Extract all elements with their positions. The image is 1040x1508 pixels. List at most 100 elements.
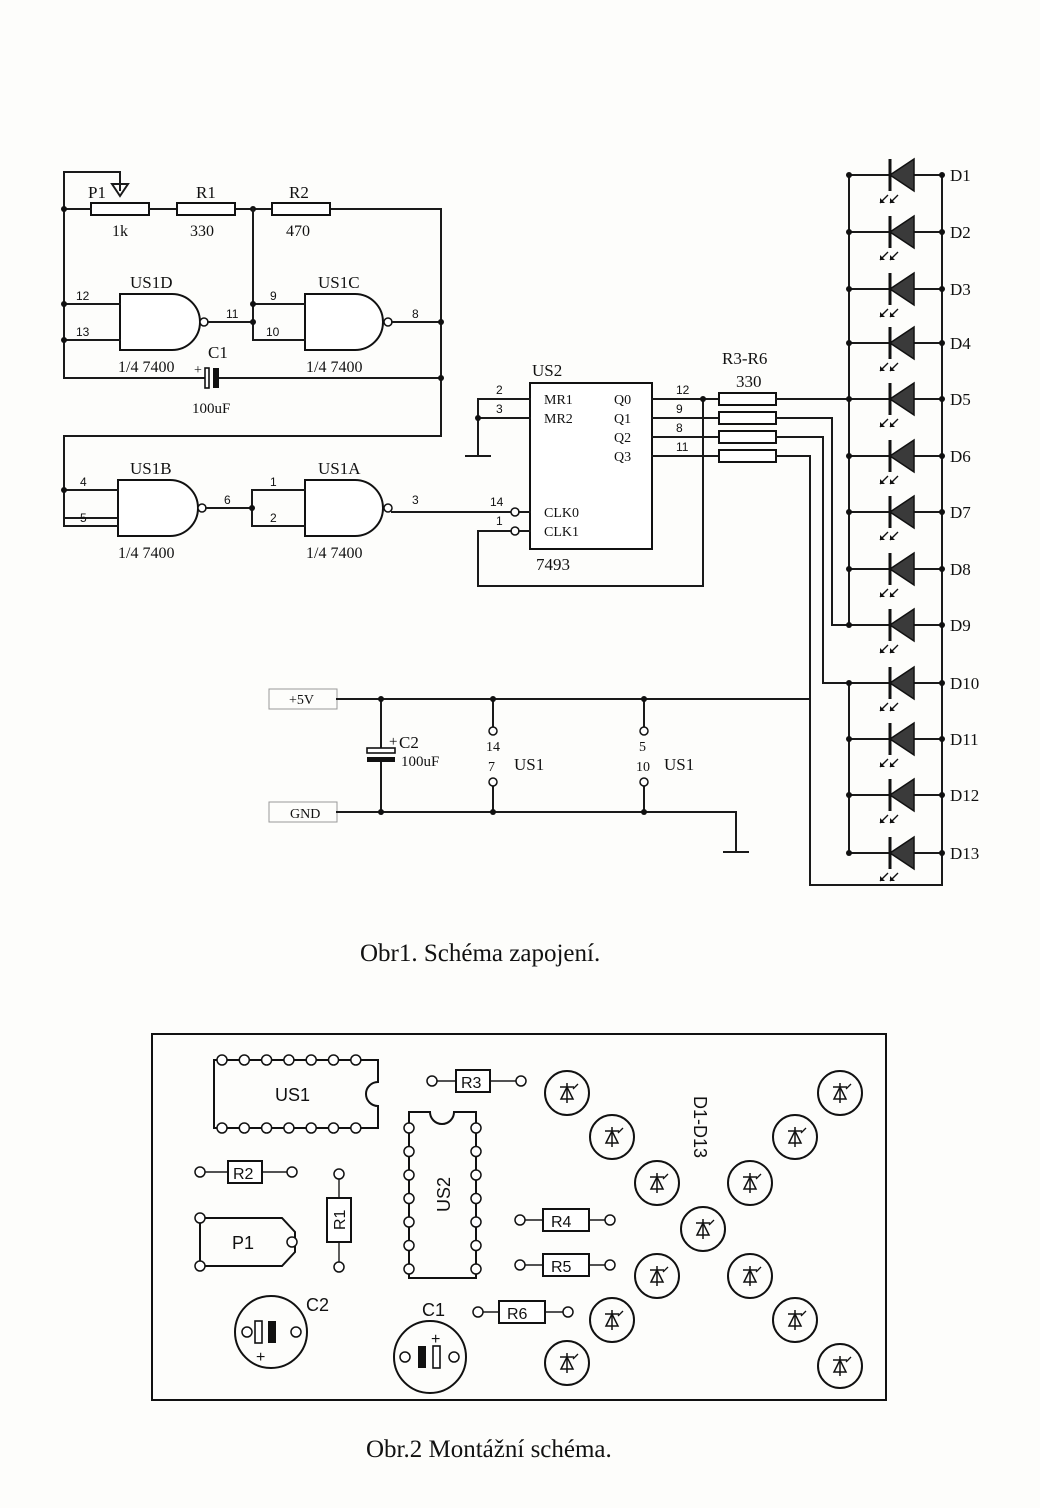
r1-name: R1 (196, 183, 216, 202)
us2-footprint: US2 (403, 1111, 482, 1279)
led-d7: D7 (846, 494, 971, 541)
led-d11: D11 (846, 721, 979, 768)
p1-label: P1 (232, 1233, 254, 1253)
us2-pin-q3: Q3 (614, 450, 631, 465)
r3-label: R3 (461, 1075, 482, 1092)
led-d10: D10 (846, 665, 979, 712)
us1b-name: US1B (130, 459, 172, 478)
circuit-schematic: P1 1k R1 330 R2 470 US1D 1/4 7400 12 13 … (61, 157, 979, 886)
led-footprint (589, 1297, 635, 1343)
led-footprint (544, 1070, 590, 1116)
us1b-type: 1/4 7400 (118, 545, 174, 562)
led-footprint (727, 1160, 773, 1206)
p1-potentiometer: P1 1k (63, 171, 150, 240)
led-footprint (772, 1114, 818, 1160)
us2-pinnum-8: 8 (676, 421, 683, 435)
us1c-name: US1C (318, 273, 360, 292)
c1-label: C1 (422, 1300, 445, 1320)
us2-pin-clk1: CLK1 (544, 525, 579, 540)
us2-pin-q2: Q2 (614, 431, 631, 446)
r5-footprint: R5 (514, 1253, 616, 1277)
us2-pinnum-2: 2 (496, 383, 503, 397)
us1b-pin-out: 6 (224, 493, 231, 507)
us1-label: US1 (275, 1085, 310, 1105)
led-label-d4: D4 (950, 334, 971, 353)
us2-pinnum-14: 14 (490, 495, 504, 509)
led-d12: D12 (846, 777, 979, 824)
led-label-d6: D6 (950, 447, 971, 466)
r3-r6-resistors: R3-R6 330 (718, 349, 777, 463)
us1-gnd-pin-b: 10 (636, 760, 650, 775)
us1a-pin-in1: 1 (270, 475, 277, 489)
led-label-d3: D3 (950, 280, 971, 299)
c1-capacitor: + C1 100uF (63, 343, 442, 417)
led-footprint (772, 1297, 818, 1343)
c1-name: C1 (208, 343, 228, 362)
c2-value: 100uF (401, 754, 439, 770)
us1b-pin-in2: 5 (80, 511, 87, 525)
p1-footprint: P1 (194, 1212, 298, 1272)
led-d5: D5 (846, 381, 971, 428)
us1c-pin-in2: 10 (266, 325, 280, 339)
r2-footprint: R2 (194, 1160, 298, 1184)
us1c-type: 1/4 7400 (306, 359, 362, 376)
led-label-d12: D12 (950, 786, 979, 805)
p1-value: 1k (112, 223, 128, 240)
led-label-d10: D10 (950, 674, 979, 693)
us2-pinnum-1: 1 (496, 514, 503, 528)
led-footprint (589, 1114, 635, 1160)
c2-label: C2 (306, 1295, 329, 1315)
led-footprints (544, 1070, 863, 1389)
led-label-d7: D7 (950, 503, 971, 522)
us1-gnd-pin: 7 (488, 760, 495, 775)
c1-value: 100uF (192, 401, 230, 417)
led-label-d13: D13 (950, 844, 979, 863)
led-footprint (817, 1070, 863, 1116)
us1c-pin-in1: 9 (270, 289, 277, 303)
power-gnd: GND (268, 801, 338, 823)
svg-text:+: + (431, 1331, 440, 1348)
us2-pin-q1: Q1 (614, 412, 631, 427)
r1-footprint: R1 (326, 1168, 352, 1273)
c1-footprint: + C1 (393, 1300, 467, 1394)
led-footprint (634, 1160, 680, 1206)
us1d-name: US1D (130, 273, 173, 292)
us1b-pin-in1: 4 (80, 475, 87, 489)
us2-pin-mr2: MR2 (544, 412, 573, 427)
gate-us1b: US1B 1/4 7400 4 5 6 (80, 459, 231, 562)
us2-pinnum-3: 3 (496, 402, 503, 416)
us2-pinnum-12: 12 (676, 383, 690, 397)
c2-capacitor: + C2 100uF (366, 698, 439, 813)
us1-footprint: US1 (213, 1054, 379, 1134)
led-footprint (817, 1343, 863, 1389)
r3-r6-name: R3-R6 (722, 349, 767, 368)
led-d4: D4 (846, 325, 971, 372)
us2-type: 7493 (536, 555, 570, 574)
led-d8: D8 (846, 551, 971, 598)
layout-caption: Obr.2 Montážní schéma. (366, 1436, 612, 1463)
led-d3: D3 (846, 271, 971, 318)
us1-supply-pins-b: 5 10 US1 (636, 698, 694, 813)
led-label-d9: D9 (950, 616, 971, 635)
r1-label: R1 (332, 1209, 349, 1230)
gate-us1c: US1C 1/4 7400 9 10 8 (266, 273, 419, 376)
led-label-d5: D5 (950, 390, 971, 409)
us1-supply-pins-a: 14 7 US1 (486, 698, 544, 813)
led-footprint (727, 1253, 773, 1299)
schematic-caption: Obr1. Schéma zapojení. (360, 940, 601, 967)
r4-footprint: R4 (514, 1208, 616, 1232)
gate-us1a: US1A 1/4 7400 1 2 3 (270, 459, 419, 562)
r2-resistor: R2 470 (271, 183, 331, 240)
us2-pin-q0: Q0 (614, 393, 631, 408)
led-d6: D6 (846, 438, 971, 485)
led-label-d11: D11 (950, 730, 979, 749)
r4-label: R4 (551, 1214, 572, 1231)
us1a-pin-out: 3 (412, 493, 419, 507)
r1-value: 330 (190, 223, 214, 240)
us1a-pin-in2: 2 (270, 511, 277, 525)
c2-name: C2 (399, 733, 419, 752)
svg-text:+: + (194, 363, 202, 378)
r2-value: 470 (286, 223, 310, 240)
us2-counter-7493: US2 7493 MR1 MR2 CLK0 CLK1 Q0 Q1 Q2 Q3 2… (490, 361, 690, 574)
